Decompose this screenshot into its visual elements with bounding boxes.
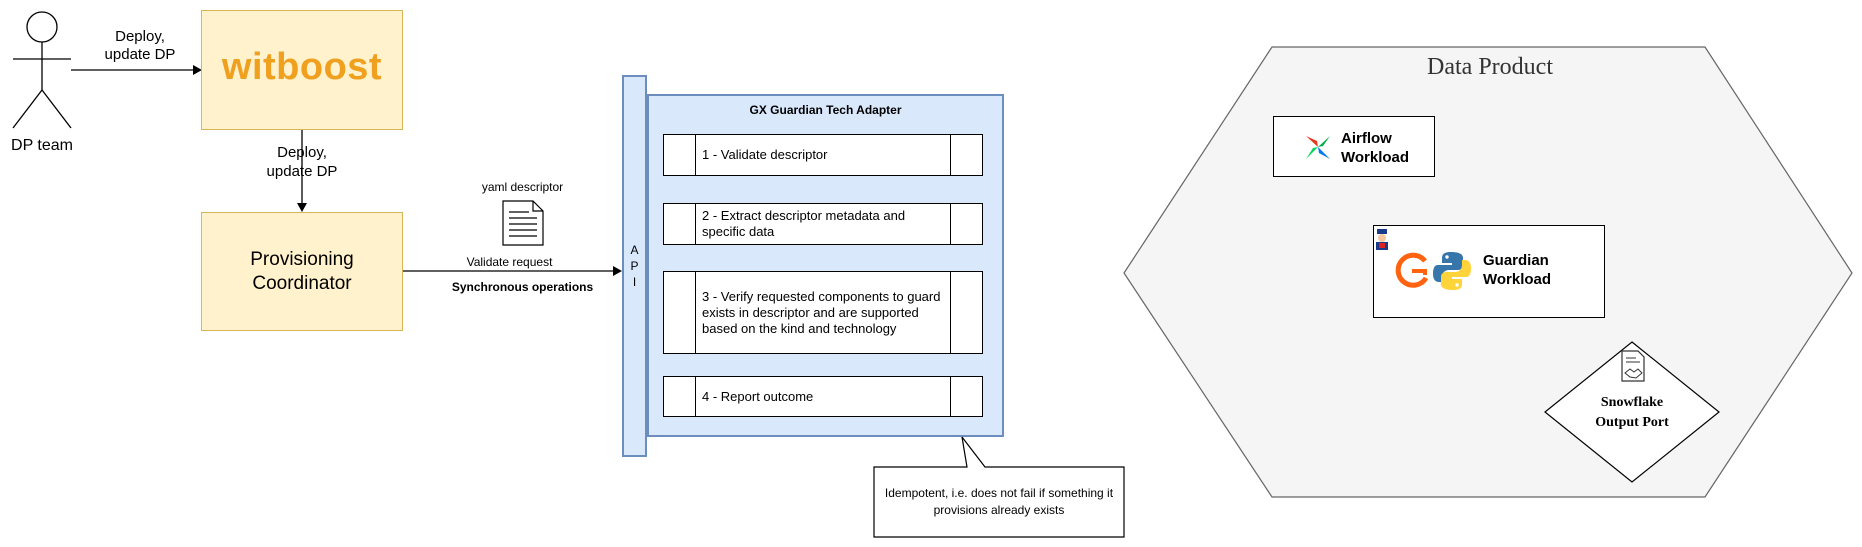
step-4-text: 4 - Report outcome — [702, 388, 814, 404]
step-2-text: 2 - Extract descriptor metadata and spec… — [702, 208, 906, 239]
actor-label: DP team — [11, 137, 73, 154]
witboost-node[interactable]: witboost — [201, 10, 403, 130]
step-1[interactable]: 1 - Validate descriptor — [663, 134, 983, 176]
step-3-text: 3 - Verify requested components to guard… — [702, 288, 941, 336]
step-divider — [950, 135, 951, 175]
python-icon — [1433, 252, 1471, 290]
gx-icon — [1395, 252, 1429, 288]
provisioning-coordinator-node[interactable]: Provisioning Coordinator — [201, 212, 403, 331]
validate-request-label: Validate request — [466, 255, 553, 269]
coordinator-label: Provisioning Coordinator — [250, 249, 354, 294]
airflow-label: Airflow Workload — [1341, 130, 1410, 166]
airflow-workload-node[interactable]: Airflow Workload — [1273, 116, 1435, 177]
guardian-workload-node[interactable]: Guardian Workload — [1373, 225, 1605, 318]
witboost-logo: witboost — [221, 46, 383, 88]
edge-label-team-witboost: Deploy, update DP — [104, 28, 176, 63]
step-4[interactable]: 4 - Report outcome — [663, 376, 983, 417]
contract-icon — [1621, 350, 1645, 382]
descriptor-label: yaml descriptor — [481, 180, 564, 194]
step-divider — [950, 272, 951, 353]
step-divider — [950, 377, 951, 416]
step-divider — [695, 204, 696, 244]
callout-text: Idempotent, i.e. does not fail if someth… — [884, 486, 1114, 517]
adapter-title: GX Guardian Tech Adapter — [749, 103, 902, 117]
api-bar[interactable]: A P I — [622, 75, 647, 457]
person-icon — [1376, 229, 1388, 250]
step-divider — [695, 377, 696, 416]
api-label: A P I — [630, 243, 639, 289]
step-1-text: 1 - Validate descriptor — [702, 147, 828, 162]
step-2[interactable]: 2 - Extract descriptor metadata and spec… — [663, 203, 983, 245]
step-divider — [950, 204, 951, 244]
edge-label-witboost-coordinator: Deploy, update DP — [266, 144, 338, 180]
step-divider — [695, 272, 696, 353]
sync-operations-label: Synchronous operations — [451, 280, 594, 294]
data-product-title: Data Product — [1427, 54, 1553, 80]
guardian-label: Guardian Workload — [1483, 252, 1552, 288]
snowflake-label: Snowflake Output Port — [1595, 395, 1669, 430]
airflow-icon — [1306, 136, 1330, 159]
step-3[interactable]: 3 - Verify requested components to guard… — [663, 271, 983, 354]
step-divider — [695, 135, 696, 175]
